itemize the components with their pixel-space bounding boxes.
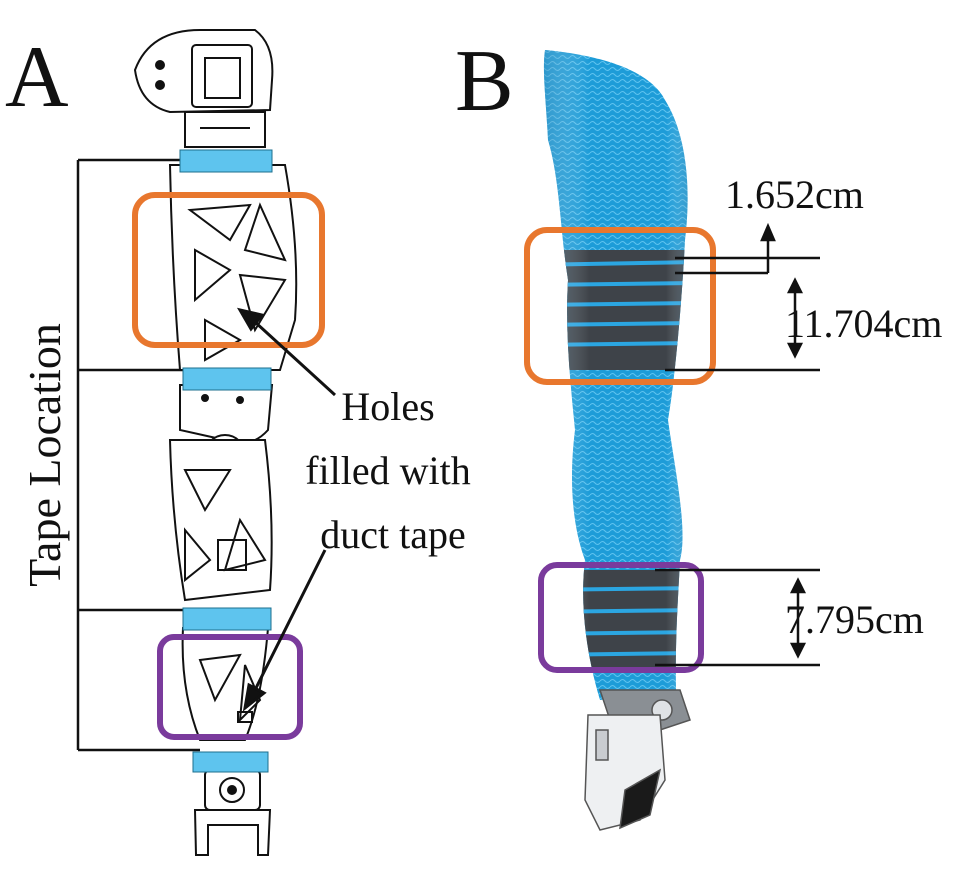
tape-location-bracket xyxy=(76,158,200,752)
lower-band-highlight-box xyxy=(538,562,704,673)
panel-b-letter: B xyxy=(455,33,514,130)
holes-annotation-line-2: filled with xyxy=(305,448,471,493)
lower-band-measurement: 7.795cm xyxy=(785,597,924,642)
wrist-highlight-box xyxy=(157,634,303,740)
holes-annotation-line-3: duct tape xyxy=(320,512,466,557)
panel-a: A Tape Location xyxy=(5,29,481,856)
tape-strips xyxy=(179,149,273,773)
tape-location-label: Tape Location xyxy=(19,323,70,587)
annotation-arrows xyxy=(236,307,337,712)
holes-annotation: Holes filled with duct tape xyxy=(305,384,481,557)
tape-strip xyxy=(182,367,272,391)
upper-band-measurement: 11.704cm xyxy=(785,301,942,346)
tape-strip xyxy=(179,149,273,173)
gap-measurement: 1.652cm xyxy=(725,172,864,217)
robot-arm-drawing xyxy=(133,29,298,856)
holes-annotation-line-1: Holes xyxy=(341,384,434,429)
panel-a-letter: A xyxy=(5,29,69,126)
sleeve-photo xyxy=(543,50,691,831)
dimension-lines xyxy=(655,222,820,667)
tape-strip xyxy=(192,751,269,773)
gripper xyxy=(584,689,691,831)
panel-b: B xyxy=(455,33,942,831)
tape-strip xyxy=(182,607,272,631)
upper-band-highlight-box xyxy=(524,227,716,385)
upper-arm-highlight-box xyxy=(132,192,325,348)
